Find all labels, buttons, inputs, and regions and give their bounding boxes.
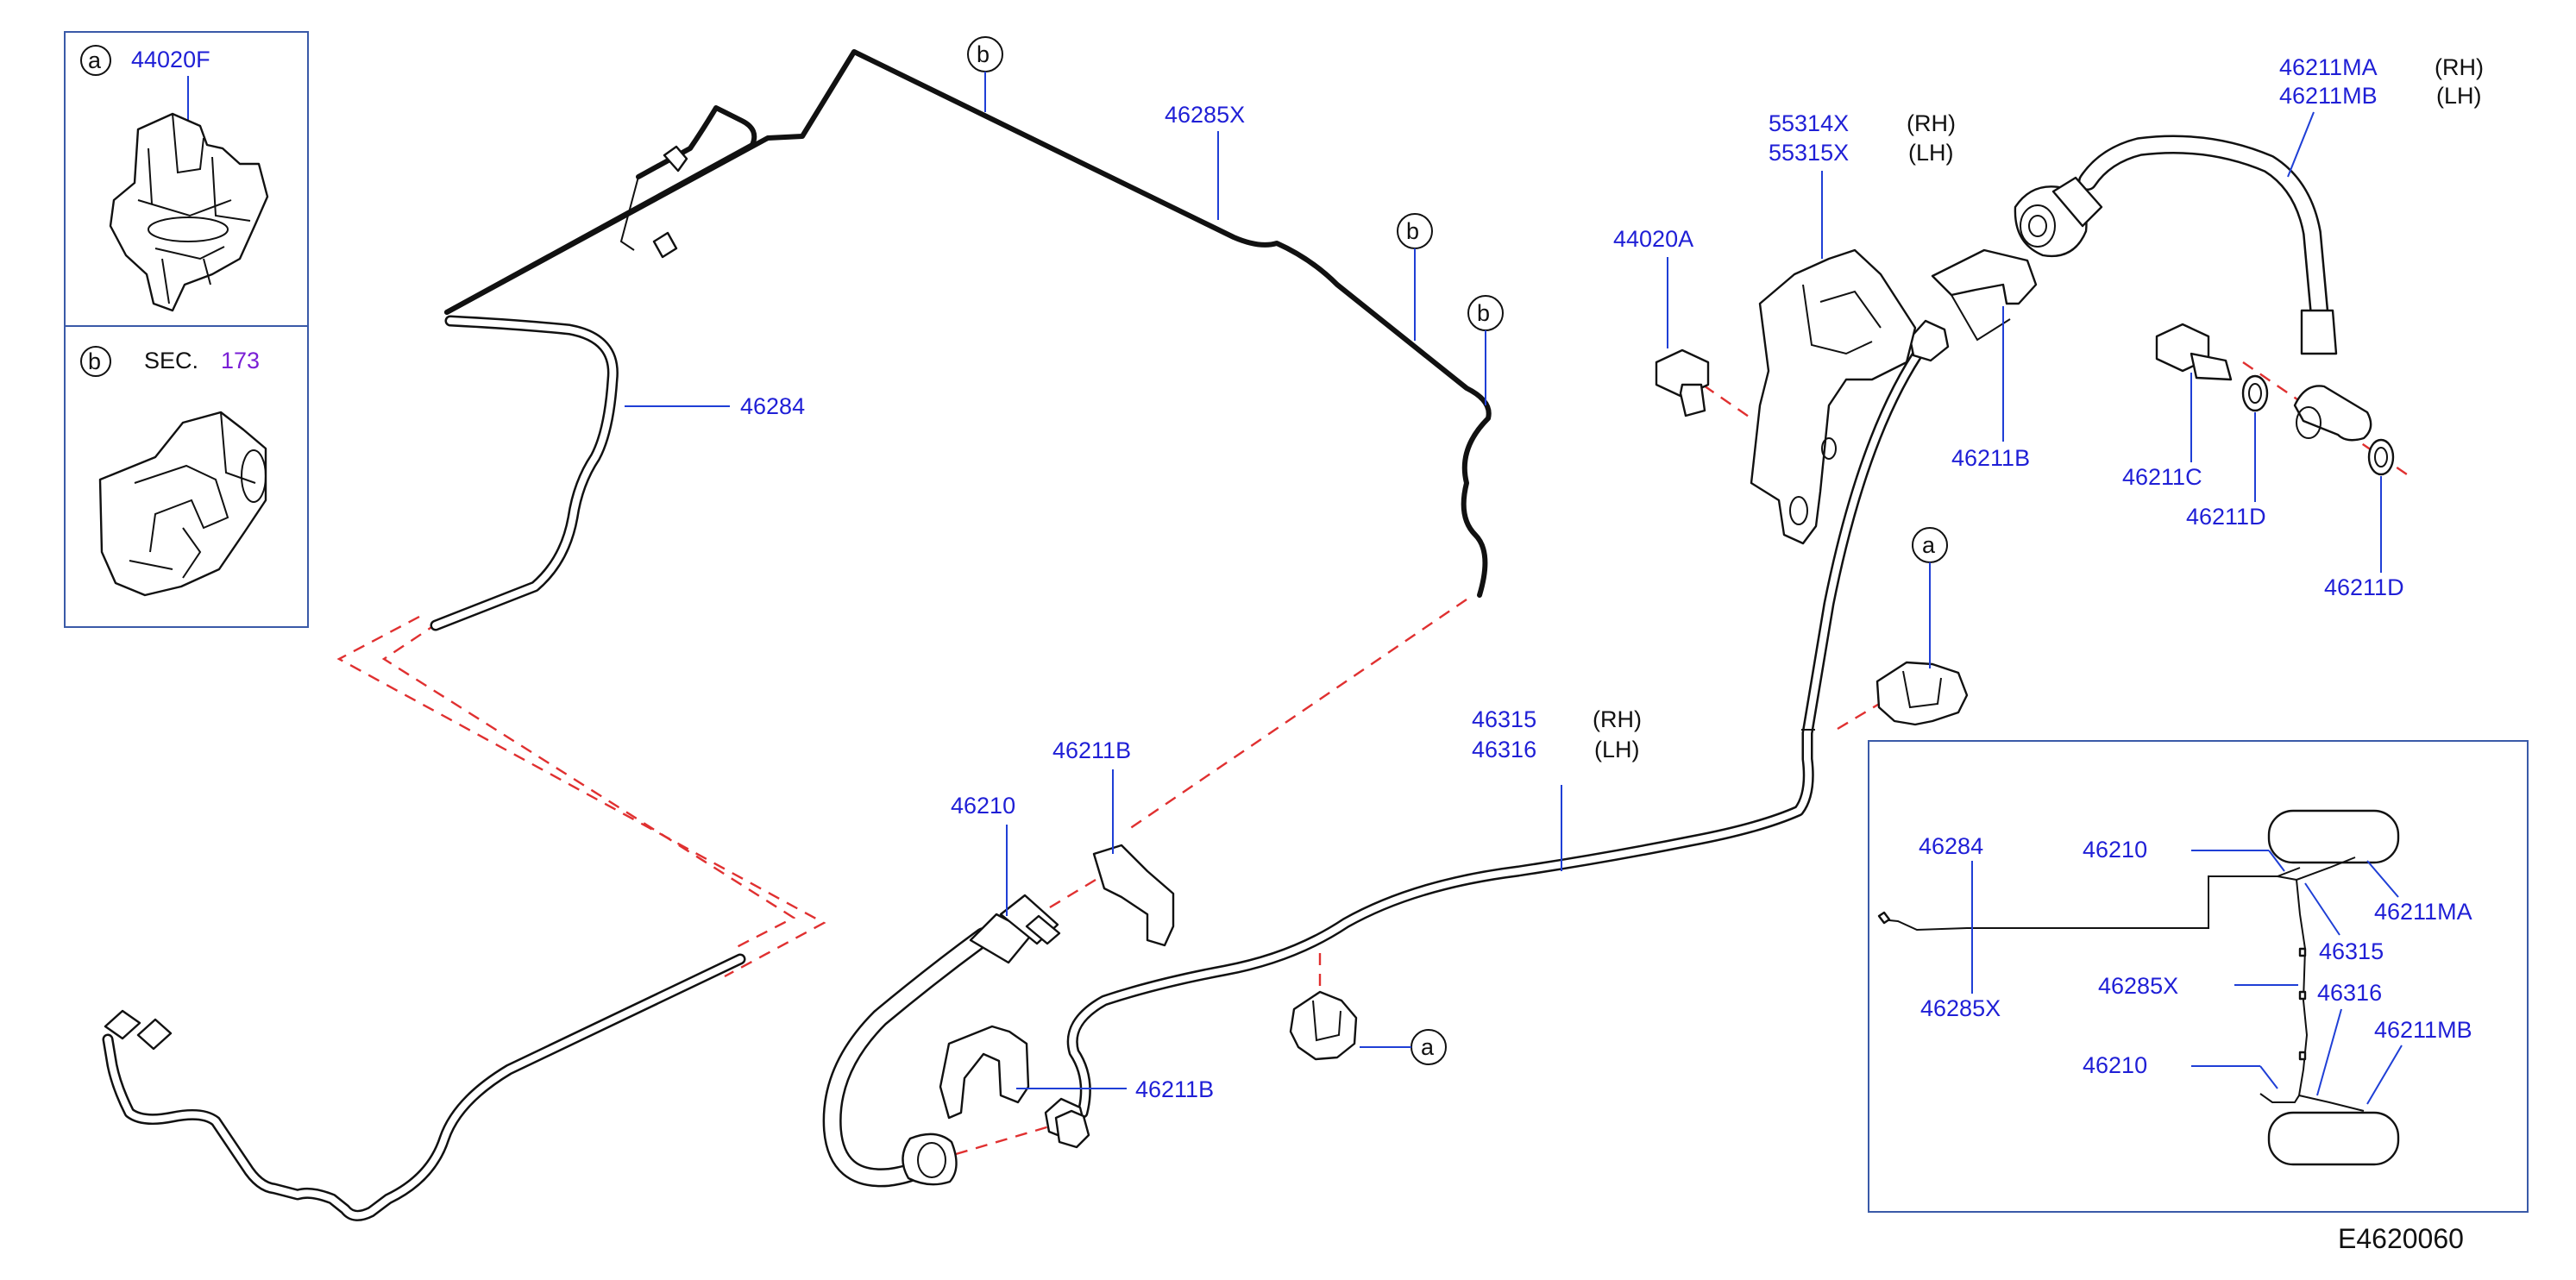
inset-label-46315: 46315 [2319,938,2384,964]
bolt-46211c-icon [2155,323,2233,381]
vehicle-layout-inset: 46284 46285X 46210 46211MA 46315 46285X … [1868,740,2529,1213]
side-rh-55314x: (RH) [1907,110,1956,136]
clip-46211b-upper-icon [1931,248,2038,342]
inset-label-46285x: 46285X [1920,995,2001,1021]
clip-legend-panel: a 44020F b SEC. 173 [64,31,309,628]
callout-a-1: a [1922,532,1936,558]
label-44020a: 44020A [1613,226,1693,252]
label-46211b-upper: 46211B [1951,445,2030,471]
inset-label-46285x-right: 46285X [2098,973,2178,999]
side-rh-46315: (RH) [1593,706,1642,732]
legend-sec-number: 173 [221,348,260,373]
label-46211b-lower: 46211B [1135,1076,1214,1102]
brake-hose-46211ma [2014,135,2372,442]
callout-b-3: b [1477,300,1490,326]
side-lh-46211mb: (LH) [2436,83,2482,109]
washer-46211d-icons [2241,374,2395,476]
inset-label-46211ma: 46211MA [2374,899,2472,925]
bracket-55314x-icon [1750,248,1917,545]
label-46315: 46315 [1472,706,1536,732]
inset-label-46316: 46316 [2317,980,2382,1006]
label-46211d-2: 46211D [2324,574,2404,600]
label-46211ma: 46211MA [2279,54,2378,80]
diagram-code: E4620060 [2338,1223,2464,1254]
side-lh-46316: (LH) [1594,737,1640,762]
legend-callout-b: b [88,348,101,374]
clip-a-lower-icon [1289,990,1358,1061]
legend-callout-a: a [88,47,102,73]
label-46284: 46284 [740,393,805,419]
inset-label-46284: 46284 [1919,833,1983,859]
callout-b-2: b [1406,218,1419,244]
side-rh-46211ma: (RH) [2435,54,2484,80]
label-46211mb: 46211MB [2279,83,2378,109]
callout-a-2: a [1421,1034,1435,1060]
brake-pipe-46285x [444,49,1492,598]
part-labels: 46285X 46284 55314X (RH) 55315X (LH) 440… [625,54,2484,1102]
label-55315x: 55315X [1769,140,1849,166]
phantom-lines [336,361,2408,1156]
label-46211b-left: 46211B [1052,737,1131,763]
label-46211c: 46211C [2122,464,2202,490]
inset-label-46210-lower: 46210 [2083,1052,2147,1078]
label-46316: 46316 [1472,737,1536,762]
legend-part-44020f: 44020F [131,47,210,72]
inset-label-46210-upper: 46210 [2083,837,2147,863]
label-46211d-1: 46211D [2186,504,2266,530]
callout-b-1: b [977,41,990,67]
rear-tire-rh [2267,809,2400,864]
legend-sec-prefix: SEC. [144,348,198,373]
clip-46211b-lower-icon [939,1025,1090,1149]
clip-44020f-icon [109,112,269,312]
bolt-44020a-icon [1655,348,1710,417]
clip-a-right-icon [1875,661,1969,726]
clip-46211b-left-icon [1092,844,1175,947]
brake-pipe-46315 [1044,319,1950,1140]
side-lh-55315x: (LH) [1908,140,1954,166]
rear-tire-lh [2267,1111,2400,1166]
brake-hose-46210 [822,894,1061,1188]
brake-pipe-46284 [102,315,746,1221]
label-55314x: 55314X [1769,110,1849,136]
inset-label-46211mb: 46211MB [2374,1017,2472,1043]
label-46285x: 46285X [1165,102,1245,128]
callouts: b b b a a [967,36,1948,1065]
label-46210-front: 46210 [951,793,1015,819]
clip-sec173-icon [98,411,267,597]
